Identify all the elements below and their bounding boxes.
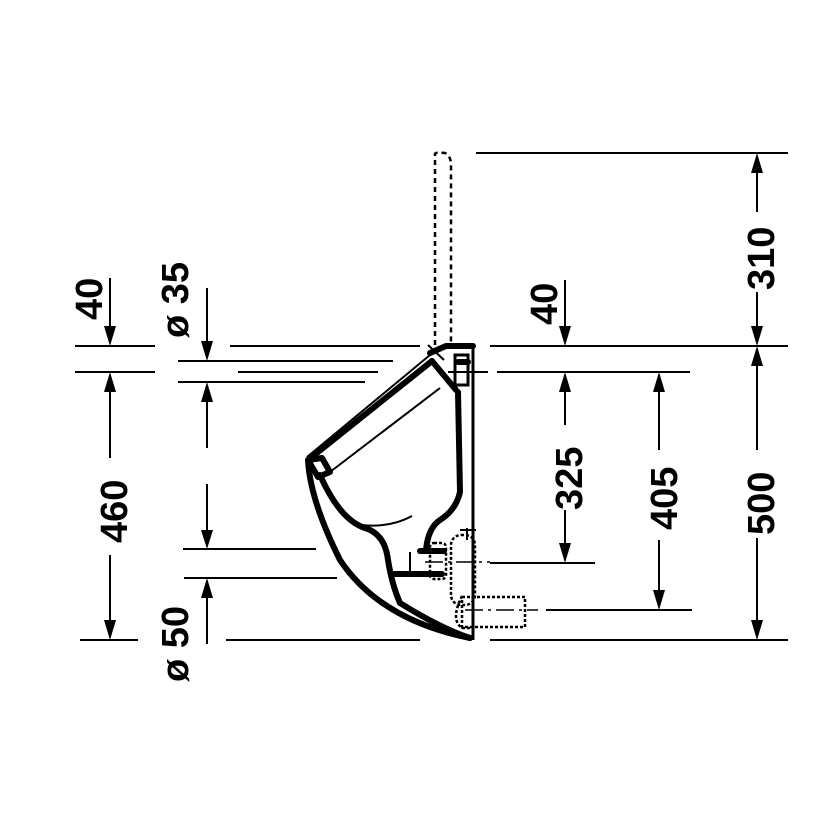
dimension-left-40: 40 <box>69 278 155 392</box>
inlet-pipe <box>433 151 453 351</box>
dimension-right-325: 325 <box>490 372 595 564</box>
dimension-right-40: 40 <box>490 280 788 373</box>
dimension-left-diameter-50: ø 50 <box>155 484 420 682</box>
dim-label-500: 500 <box>741 472 783 535</box>
dim-label-310: 310 <box>741 227 783 290</box>
dimension-right-310: 310 <box>476 152 788 346</box>
urinal-body <box>305 343 476 641</box>
dim-label-diameter-35: ø 35 <box>155 262 197 338</box>
inlet-centerline <box>427 344 488 373</box>
dim-label-460: 460 <box>94 480 136 543</box>
outlet-siphon <box>425 528 538 630</box>
dimension-right-500: 500 <box>490 346 788 641</box>
dimension-right-405: 405 <box>546 372 692 611</box>
dim-label-left-40: 40 <box>69 278 111 320</box>
inlet-reference-lines <box>230 345 420 373</box>
dim-label-right-40: 40 <box>524 283 566 325</box>
dim-label-325: 325 <box>549 447 591 510</box>
dimension-left-460: 460 <box>80 392 138 641</box>
dim-label-405: 405 <box>644 467 686 530</box>
dim-label-diameter-50: ø 50 <box>155 606 197 682</box>
dimension-left-diameter-35: ø 35 <box>155 262 393 448</box>
